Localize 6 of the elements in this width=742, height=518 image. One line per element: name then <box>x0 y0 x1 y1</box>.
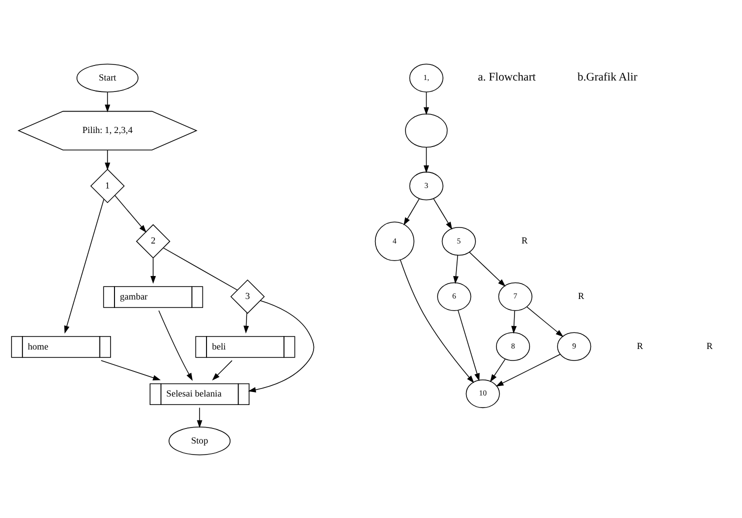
label: a. Flowchart <box>478 70 536 84</box>
label: b.Grafik Alir <box>577 70 638 84</box>
label: R <box>706 341 713 352</box>
label: R <box>578 292 584 302</box>
label: R <box>636 341 644 352</box>
label: R <box>522 236 528 246</box>
